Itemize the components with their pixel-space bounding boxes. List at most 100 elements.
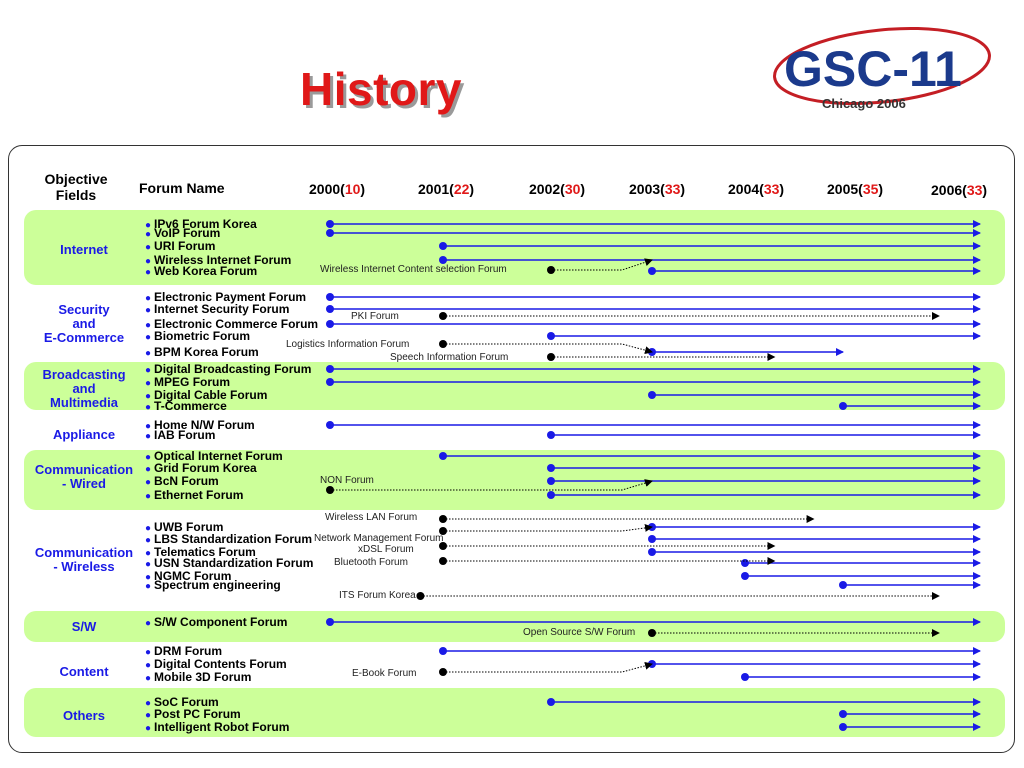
predecessor-forum-label: Bluetooth Forum [334, 557, 408, 568]
forum-item: ●Web Korea Forum [145, 265, 257, 279]
predecessor-forum-label: Wireless Internet Content selection Foru… [320, 264, 507, 275]
predecessor-start-dot [439, 557, 447, 565]
year-label-close: ) [680, 181, 686, 197]
bullet-icon: ● [145, 452, 152, 463]
bullet-icon: ● [145, 535, 152, 546]
predecessor-start-dot [439, 668, 447, 676]
forum-name: Ethernet Forum [154, 488, 244, 502]
forum-start-dot [439, 242, 447, 250]
forum-name: USN Standardization Forum [154, 556, 314, 570]
forum-start-dot [547, 431, 555, 439]
category-label: Internet [60, 242, 108, 257]
logo-main-text: GSC-11 [784, 41, 962, 97]
page-title: History [300, 63, 462, 115]
forum-item: ●Biometric Forum [145, 330, 250, 344]
year-label: 2004( [728, 181, 764, 197]
year-header-2002: 2002(30) [529, 181, 585, 197]
predecessor-start-dot [439, 312, 447, 320]
forum-name: Home N/W Forum [154, 418, 255, 432]
forum-item: ●Spectrum engineering [145, 579, 281, 593]
forum-item: ●BcN Forum [145, 475, 219, 489]
year-header-2001: 2001(22) [418, 181, 474, 197]
bullet-icon: ● [145, 477, 152, 488]
forum-item: ●IAB Forum [145, 429, 215, 443]
forum-name: T-Commerce [154, 399, 227, 413]
forum-item: ●USN Standardization Forum [145, 557, 313, 571]
forum-item: ●Mobile 3D Forum [145, 671, 251, 685]
year-label: 2005( [827, 181, 863, 197]
forum-name: LBS Standardization Forum [154, 532, 313, 546]
forum-name: VoIP Forum [154, 226, 221, 240]
forum-start-dot [547, 698, 555, 706]
forum-item: ●BPM Korea Forum [145, 346, 259, 360]
forum-name: Mobile 3D Forum [154, 670, 252, 684]
forum-name: Web Korea Forum [154, 264, 258, 278]
category-label: Security and E-Commerce [43, 302, 125, 345]
forum-item: ●Ethernet Forum [145, 489, 243, 503]
bullet-icon: ● [145, 242, 152, 253]
predecessor-start-dot [439, 515, 447, 523]
forum-count: 33 [966, 182, 983, 198]
forum-name: Biometric Forum [154, 329, 251, 343]
predecessor-forum-label: Network Management Forum [314, 533, 444, 544]
forum-item: ●NGMC Forum [145, 570, 231, 584]
forum-item: ●Digital Broadcasting Forum [145, 363, 311, 377]
forum-start-dot [839, 402, 847, 410]
forum-count: 10 [344, 181, 361, 197]
forum-count: 33 [664, 181, 681, 197]
forum-start-dot [648, 535, 656, 543]
forum-name: BcN Forum [154, 474, 219, 488]
forum-item: ●LBS Standardization Forum [145, 533, 312, 547]
predecessor-start-dot [648, 629, 656, 637]
forum-start-dot [648, 523, 656, 531]
forum-start-dot [326, 320, 334, 328]
forum-start-dot [326, 220, 334, 228]
bullet-icon: ● [145, 618, 152, 629]
forum-start-dot [326, 421, 334, 429]
bullet-icon: ● [145, 391, 152, 402]
bullet-icon: ● [145, 220, 152, 231]
predecessor-start-dot [439, 542, 447, 550]
bullet-icon: ● [145, 464, 152, 475]
forum-name: Intelligent Robot Forum [154, 720, 290, 734]
forum-item: ●Digital Contents Forum [145, 658, 287, 672]
forum-start-dot [547, 332, 555, 340]
year-label-close: ) [580, 181, 586, 197]
forum-name: Wireless Internet Forum [154, 253, 292, 267]
bullet-icon: ● [145, 572, 152, 583]
forum-name: Digital Cable Forum [154, 388, 268, 402]
predecessor-forum-label: PKI Forum [351, 311, 399, 322]
forum-start-dot [547, 477, 555, 485]
category-label: Communication - Wireless [34, 545, 134, 574]
forum-name: Optical Internet Forum [154, 449, 283, 463]
predecessor-forum-label: ITS Forum Korea [339, 590, 416, 601]
bullet-icon: ● [145, 491, 152, 502]
predecessor-start-dot [439, 527, 447, 535]
forum-item: ●Digital Cable Forum [145, 389, 267, 403]
bullet-icon: ● [145, 698, 152, 709]
predecessor-forum-label: Logistics Information Forum [286, 339, 410, 350]
forum-start-dot [839, 710, 847, 718]
bullet-icon: ● [145, 305, 152, 316]
bullet-icon: ● [145, 229, 152, 240]
forum-name: SoC Forum [154, 695, 219, 709]
predecessor-start-dot [416, 592, 425, 600]
predecessor-start-dot [547, 353, 555, 361]
forum-name: UWB Forum [154, 520, 224, 534]
forum-name: URI Forum [154, 239, 216, 253]
forum-item: ●S/W Component Forum [145, 616, 287, 630]
bullet-icon: ● [145, 660, 152, 671]
category-band [24, 210, 1005, 285]
bullet-icon: ● [145, 378, 152, 389]
predecessor-forum-line [551, 258, 653, 271]
forum-item: ●DRM Forum [145, 645, 222, 659]
header-objective-fields: Objective Fields [44, 171, 108, 203]
year-label-close: ) [982, 182, 988, 198]
predecessor-forum-line [443, 523, 653, 532]
category-band [24, 362, 1005, 410]
year-label-close: ) [469, 181, 475, 197]
forum-start-dot [326, 229, 334, 237]
forum-start-dot [547, 491, 555, 499]
forum-start-dot [326, 365, 334, 373]
forum-name: Post PC Forum [154, 707, 241, 721]
